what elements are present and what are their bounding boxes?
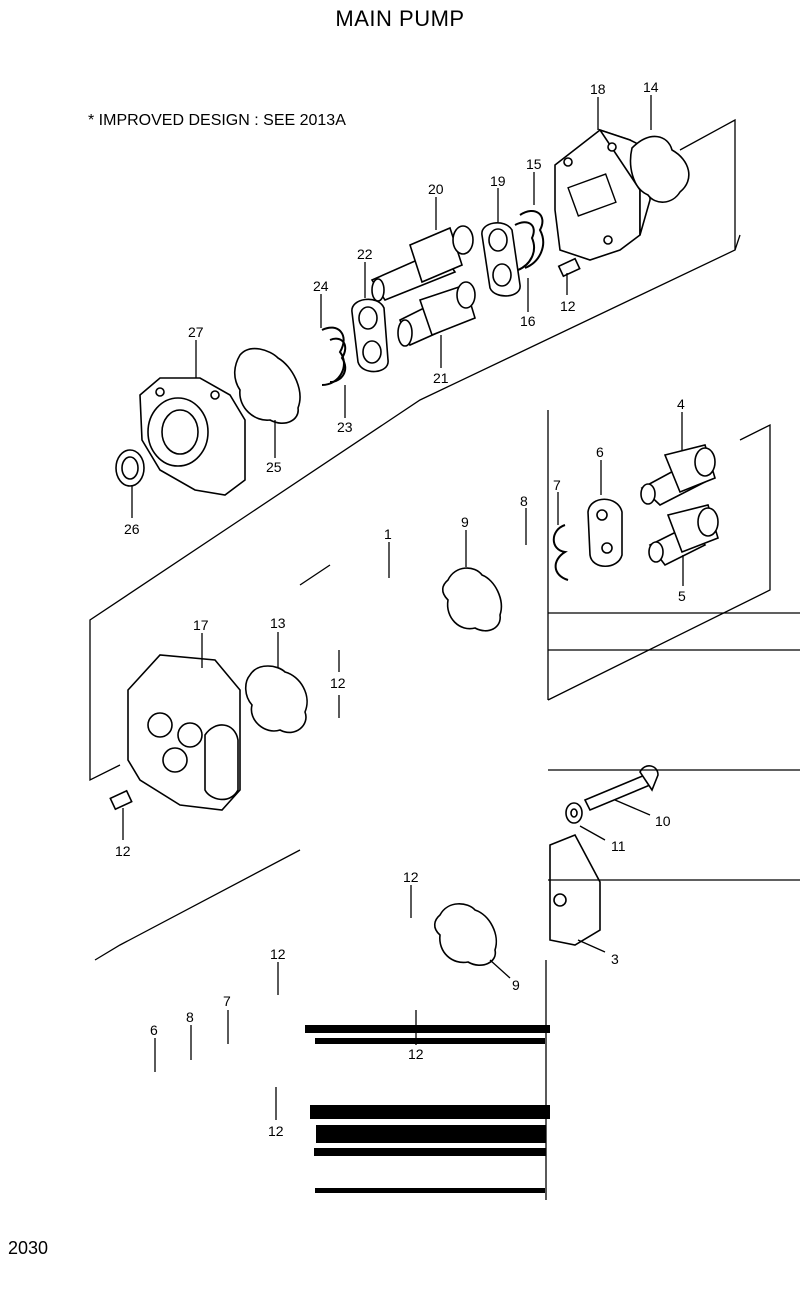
pin-upper-part [557,257,581,278]
callout-9-b: 9 [512,977,520,993]
callout-23: 23 [337,419,353,435]
gear-4-part [640,444,716,506]
pump-body-part [127,654,241,811]
callout-12-c: 12 [115,843,131,859]
callout-9-a: 9 [461,514,469,530]
gear-5-part [648,504,719,567]
pin-lower-part [109,789,133,811]
leader-lines [122,95,684,1120]
callout-13: 13 [270,615,286,631]
callout-12-a: 12 [560,298,576,314]
callout-22: 22 [357,246,373,262]
pump-outline [89,118,771,961]
seal-lower-inner-part [329,337,347,383]
callout-7-b: 7 [223,993,231,1009]
callout-12-g: 12 [268,1123,284,1139]
callout-25: 25 [266,459,282,475]
callout-10: 10 [655,813,671,829]
bushing-upper-part [481,222,521,297]
wear-plate-part [587,498,623,568]
callout-14: 14 [643,79,659,95]
callout-labels: 18 14 20 19 15 22 24 12 16 27 21 23 25 2… [115,79,686,1139]
callout-27: 27 [188,324,204,340]
seal-lower-part [321,326,345,386]
bushing-lower-part [351,298,389,373]
page-number: 2030 [8,1238,49,1258]
gasket-9-upper-part [441,567,502,632]
callout-8-a: 8 [520,493,528,509]
seal-upper-inner-part [514,221,536,271]
front-gasket-part [233,347,301,424]
housing-part [549,833,601,946]
scan-artifacts [305,612,800,1200]
callout-4: 4 [677,396,685,412]
callout-24: 24 [313,278,329,294]
callout-8-b: 8 [186,1009,194,1025]
front-cover-part [139,377,246,496]
drive-gear-shaft-part [370,225,474,302]
driven-gear-shaft-part [397,281,476,347]
callout-19: 19 [490,173,506,189]
washer-part [565,802,583,824]
callout-26: 26 [124,521,140,537]
gasket-9-lower-part [433,903,497,966]
callout-12-f: 12 [408,1046,424,1062]
callout-11: 11 [611,838,626,854]
page-title: MAIN PUMP [335,6,465,31]
callout-1: 1 [384,526,392,542]
wear-plate-seal-part [552,524,569,581]
gasket-13-part [244,665,308,734]
callout-12-d: 12 [403,869,419,885]
callout-21: 21 [433,370,449,386]
callout-12-e: 12 [270,946,286,962]
callout-3: 3 [611,951,619,967]
callout-7-a: 7 [553,477,561,493]
callout-18: 18 [590,81,606,97]
callout-6: 6 [596,444,604,460]
callout-5: 5 [678,588,686,604]
callout-17: 17 [193,617,209,633]
callout-20: 20 [428,181,444,197]
callout-15: 15 [526,156,542,172]
gasket-part [629,135,690,203]
oil-seal-part [115,449,145,487]
callout-6-b: 6 [150,1022,158,1038]
callout-16: 16 [520,313,536,329]
design-note: * IMPROVED DESIGN : SEE 2013A [88,112,346,129]
callout-12-b: 12 [330,675,346,691]
bolt-part [583,765,659,812]
seal-upper-part [519,210,545,269]
